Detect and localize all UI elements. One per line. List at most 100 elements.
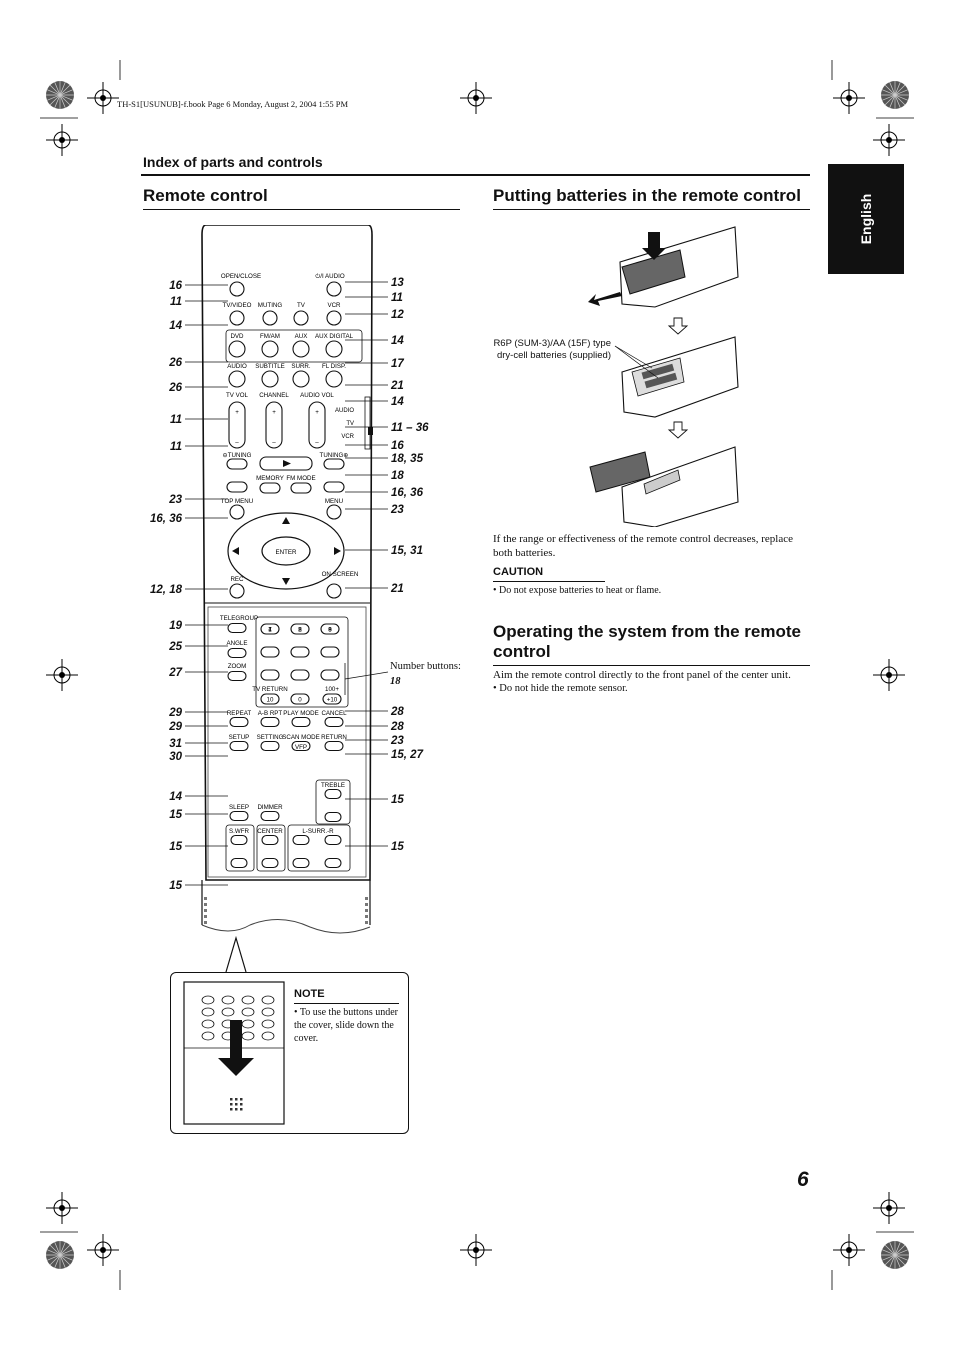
callout-right: 11: [391, 292, 403, 304]
callout-right: 18, 35: [391, 453, 423, 465]
fm_am-button: [261, 340, 279, 358]
mini-button: [261, 995, 275, 1005]
file-info: TH-S1[USUNUB]-f.book Page 6 Monday, Augu…: [117, 99, 349, 109]
digit-button: [290, 623, 310, 635]
caution-rule: [493, 581, 605, 582]
fl_disp-label: FL DISP.: [322, 363, 346, 370]
number-buttons-text: Number buttons:: [390, 661, 461, 672]
setting-label: SETTING: [257, 734, 284, 741]
treble-minus-button: [324, 811, 342, 823]
center-label: CENTER: [257, 828, 283, 835]
callout-left: 15: [169, 880, 182, 892]
remote-control-heading: Remote control: [143, 186, 268, 205]
callout-right: 23: [391, 735, 404, 747]
sleep-button: [229, 810, 249, 822]
selector-label-audio: AUDIO: [335, 408, 354, 414]
a_b_rpt-button: [260, 716, 280, 728]
audio_vol-plus: +: [315, 409, 319, 416]
battery-caption: R6P (SUM-3)/AA (15F) type dry-cell batte…: [493, 338, 611, 361]
mini-dot: [230, 1103, 233, 1106]
battery-step-2: [614, 336, 739, 418]
digit-label: 6: [328, 627, 332, 634]
digit-button: [260, 623, 280, 635]
tv-video-button: [229, 310, 245, 326]
vcr-power-button: [326, 310, 342, 326]
audio-button: [228, 370, 246, 388]
zoom-pointer-shape: [225, 935, 247, 973]
center-panel: [256, 824, 286, 872]
callout-right: 17: [391, 358, 404, 370]
color-target-mark: [881, 1241, 909, 1269]
crosshair-mark: [46, 124, 78, 156]
color-target-mark: [46, 1241, 74, 1269]
remote-heading-rule: [143, 209, 460, 210]
level-plus-button: [324, 834, 342, 846]
callout-left: 11: [170, 414, 182, 426]
crosshair-mark: [833, 82, 865, 114]
digit-button: [290, 693, 310, 705]
crosshair-mark: [46, 1192, 78, 1224]
tuning-down-label: ⊖TUNING: [223, 452, 252, 459]
callout-left: 14: [169, 320, 182, 332]
source-panel: [225, 329, 363, 363]
callout-right: 28: [391, 721, 404, 733]
callout-right: 13: [391, 277, 404, 289]
caption-leader: [614, 345, 659, 379]
tuning-up-button: [323, 458, 345, 470]
surr-button: [292, 370, 310, 388]
digit-button: [320, 623, 340, 635]
play_mode-label: PLAY MODE: [283, 710, 319, 717]
subtitle-button: [261, 370, 279, 388]
section-label: Index of parts and controls: [143, 154, 323, 170]
cancel-label: CANCEL: [321, 710, 347, 717]
power-audio-button: [326, 281, 342, 297]
aux_digital-button: [325, 340, 343, 358]
grip-mark: [365, 897, 368, 900]
callout-left: 26: [169, 357, 182, 369]
callout-left: 25: [169, 641, 182, 653]
stop-button: [259, 482, 281, 494]
mini-button: [201, 995, 215, 1005]
rec-button: [229, 583, 245, 599]
battery-cover-loose: [589, 451, 651, 493]
color-target-mark: [46, 81, 74, 109]
level-minus-button: [292, 857, 310, 869]
battery-step-3: [589, 446, 739, 527]
audio-label: AUDIO: [227, 363, 247, 370]
leader-line: [344, 671, 389, 680]
press-arrow-icon: [642, 232, 666, 260]
battery-2: [644, 372, 678, 389]
crosshair-mark: [873, 1192, 905, 1224]
tv-video-label: TV/VIDEO: [223, 302, 252, 309]
language-tab: English: [828, 164, 904, 274]
play_mode-button: [291, 716, 311, 728]
mini-button: [221, 995, 235, 1005]
batteries-paragraph: If the range or effectiveness of the rem…: [493, 533, 794, 559]
callout-left: 29: [169, 721, 182, 733]
selector-switch: [364, 396, 371, 450]
digit-label: 8: [298, 627, 302, 634]
digit-label: 0: [298, 697, 302, 704]
aux_digital-label: AUX DIGITAL: [315, 333, 354, 340]
grip-mark: [204, 909, 207, 912]
crosshair-mark: [873, 124, 905, 156]
callout-right: 12: [391, 309, 404, 321]
cover-panel: [207, 606, 367, 878]
number-pad: [255, 616, 349, 708]
callout-left: 11: [170, 441, 182, 453]
dvd-label: DVD: [230, 333, 244, 340]
dvd-button: [228, 340, 246, 358]
tuning-up-label: TUNING⊕: [320, 452, 349, 459]
digit-button: [260, 669, 280, 681]
tv_vol-plus: +: [235, 409, 239, 416]
digit-label: 4: [268, 627, 272, 634]
aux-button: [292, 340, 310, 358]
a_b_rpt-label: A-B RPT: [258, 710, 283, 717]
mini-button: [201, 1019, 215, 1029]
callout-left: 26: [169, 382, 182, 394]
digit-label: 9: [328, 627, 332, 634]
surr-panel: [287, 824, 351, 872]
